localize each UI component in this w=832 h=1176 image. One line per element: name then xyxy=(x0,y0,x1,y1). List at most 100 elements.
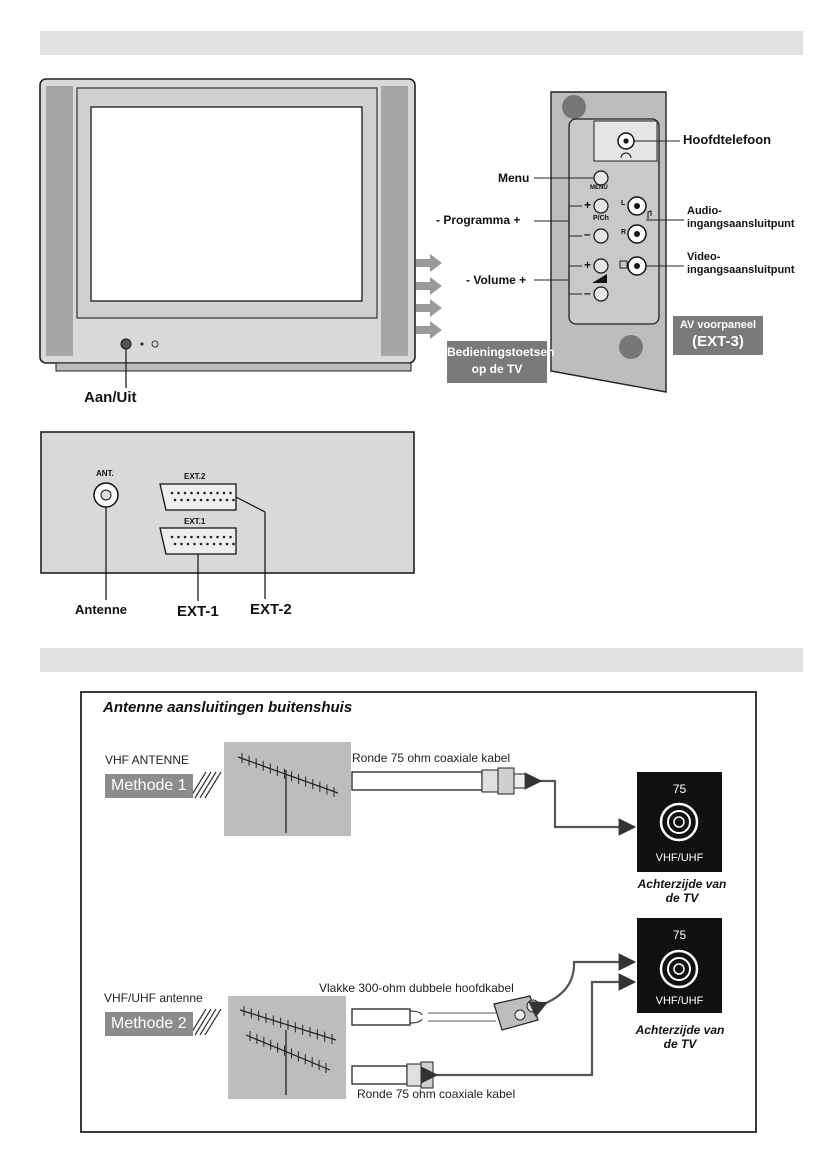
section-header-band-antenna xyxy=(40,648,803,672)
scart-pin xyxy=(216,535,219,539)
panel1-vhfuhf-text: VHF/UHF xyxy=(655,852,704,864)
scart-pin xyxy=(219,498,222,502)
scart-pin xyxy=(212,498,216,502)
side-panel-leaders xyxy=(534,140,684,281)
panel2-vhfuhf-text: VHF/UHF xyxy=(655,995,704,1007)
power-label: Aan/Uit xyxy=(84,389,137,406)
scart-pin xyxy=(177,535,180,539)
scart-pin xyxy=(173,498,177,502)
vhfuhf-antenna-label: VHF/UHF antenne xyxy=(104,991,203,1005)
scart-pin xyxy=(206,498,209,502)
method2-coax-cable xyxy=(351,973,637,1089)
scart-pin xyxy=(199,498,203,502)
method1-coax-cable xyxy=(351,767,637,836)
audio-label-line2: ingangsaansluitpunt xyxy=(687,218,795,230)
section-header-band-top xyxy=(40,31,803,55)
scart-pin xyxy=(209,491,213,495)
scart-pin xyxy=(212,542,216,546)
scart-pin xyxy=(190,535,193,539)
scart-pin xyxy=(186,542,190,546)
av-front-panel-tag: AV voorpaneel (EXT-3) xyxy=(673,316,763,355)
cable1-label: Ronde 75 ohm coaxiale kabel xyxy=(352,751,511,765)
cable2-label: Ronde 75 ohm coaxiale kabel xyxy=(357,1087,516,1101)
tv-front-illustration xyxy=(39,78,416,388)
scart-pin xyxy=(225,498,229,502)
rear-caption-2-line1: Achterzijde van xyxy=(635,1023,725,1037)
ext1-label: EXT-1 xyxy=(177,603,219,620)
flat-cable-label: Vlakke 300-ohm dubbele hoofdkabel xyxy=(319,981,514,995)
rear-caption-1-line1: Achterzijde van xyxy=(637,877,727,891)
tv-rear-socket-panel-1 xyxy=(637,772,722,872)
video-input-label: Video- ingangsaansluitpunt xyxy=(687,251,795,277)
scart-pin xyxy=(196,491,200,495)
scart-pin xyxy=(190,491,193,495)
antenna-section-title: Antenne aansluitingen buitenshuis xyxy=(103,699,353,716)
scart-pin xyxy=(222,535,226,539)
btn-menu-text: MENU xyxy=(590,185,608,191)
scart-pin xyxy=(206,542,209,546)
ext2-label: EXT-2 xyxy=(250,601,292,618)
ant-socket-text: ANT. xyxy=(96,469,114,478)
scart-pin xyxy=(196,535,200,539)
scart-pin xyxy=(232,542,235,546)
ext1-socket-text: EXT.1 xyxy=(184,517,206,526)
vhf-antenna-picture xyxy=(224,742,351,836)
audio-label-line1: Audio- xyxy=(687,205,722,217)
controls-tag: Bedieningstoetsen op de TV xyxy=(447,341,554,383)
scart-pin xyxy=(183,491,187,495)
scart-pin xyxy=(183,535,187,539)
vhf-antenna-label: VHF ANTENNE xyxy=(105,753,190,767)
jack-l-text: L xyxy=(621,200,626,207)
scart-pin xyxy=(229,535,232,539)
method2-label: Methode 2 xyxy=(105,1012,193,1036)
programma-label: - Programma + xyxy=(436,213,521,227)
tv-rear-panel-illustration xyxy=(40,431,415,601)
scart-pin xyxy=(216,491,219,495)
volume-plus: + xyxy=(584,258,592,272)
scart-pin xyxy=(193,542,196,546)
scart-pin xyxy=(225,542,229,546)
scart-pin xyxy=(173,542,177,546)
audio-input-label: Audio- ingangsaansluitpunt xyxy=(687,205,795,231)
av-tag-line1: AV voorpaneel xyxy=(679,319,757,331)
ext2-socket-text: EXT.2 xyxy=(184,472,206,481)
programma-minus: – xyxy=(584,227,591,241)
volume-minus: – xyxy=(584,286,591,300)
tv-rear-socket-panel-2 xyxy=(637,918,722,1013)
panel1-75-text: 75 xyxy=(672,782,687,796)
btn-pch-text: P/Ch xyxy=(593,215,609,222)
rear-caption-1: Achterzijde van de TV xyxy=(627,877,737,905)
scart-pin xyxy=(177,491,180,495)
method1-label: Methode 1 xyxy=(105,774,193,798)
scart-pin xyxy=(180,498,183,502)
scart-pin xyxy=(199,542,203,546)
scart-pin xyxy=(209,535,213,539)
scart-pin xyxy=(170,491,174,495)
scart-pin xyxy=(186,498,190,502)
scart-pin xyxy=(219,542,222,546)
antenna-section-frame xyxy=(80,691,757,1133)
scart-pin xyxy=(232,498,235,502)
av-tag-line2: (EXT-3) xyxy=(692,333,744,350)
menu-label: Menu xyxy=(498,171,530,185)
video-label-line1: Video- xyxy=(687,251,721,263)
programma-plus: + xyxy=(584,198,592,212)
rear-caption-1-line2: de TV xyxy=(665,891,699,905)
headphone-label: Hoofdtelefoon xyxy=(683,132,772,147)
vhfuhf-antenna-picture xyxy=(228,996,346,1099)
scart-pin xyxy=(203,535,206,539)
video-label-line2: ingangsaansluitpunt xyxy=(687,264,795,276)
side-arrows xyxy=(416,254,442,339)
rear-caption-2: Achterzijde van de TV xyxy=(625,1023,735,1051)
scart-pin xyxy=(222,491,226,495)
rear-caption-2-line2: de TV xyxy=(663,1037,697,1051)
scart-pin xyxy=(229,491,232,495)
volume-label: - Volume + xyxy=(466,273,527,287)
scart-pin xyxy=(203,491,206,495)
panel2-75-text: 75 xyxy=(672,928,687,942)
jack-r-text: R xyxy=(621,229,627,236)
side-panel-illustration xyxy=(550,91,667,393)
scart-pin xyxy=(170,535,174,539)
antenne-label: Antenne xyxy=(75,602,127,617)
